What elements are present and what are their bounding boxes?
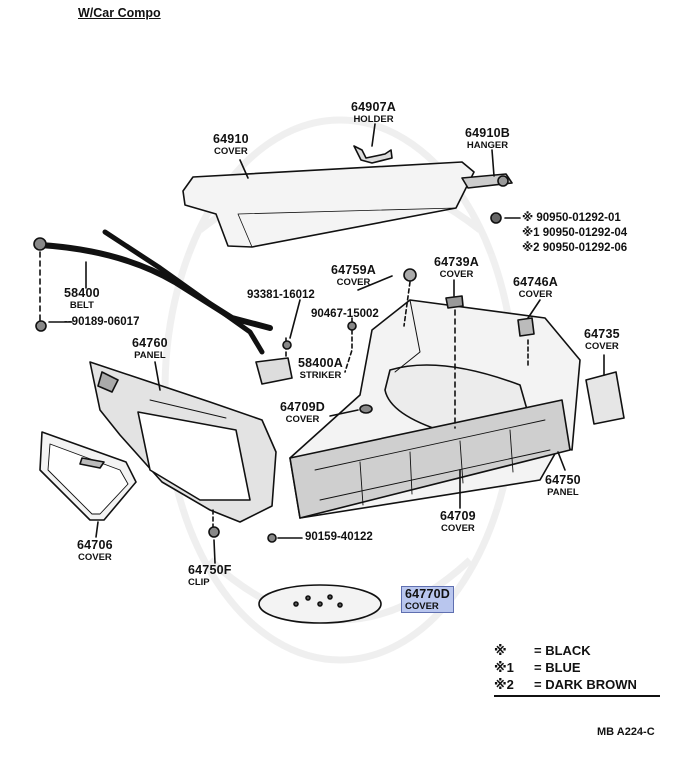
striker-58400A [255, 357, 293, 385]
label-93381: 93381-16012 [247, 289, 315, 301]
legend-symbol: ※1 [494, 659, 514, 675]
part-name: PANEL [134, 349, 166, 361]
part-number: 64910 [213, 132, 249, 146]
model-header: W/Car Compo [78, 6, 161, 20]
legend-row-dark-brown: ※2 = DARK BROWN [494, 676, 660, 693]
part-name: COVER [584, 340, 619, 352]
label-90950-04: ※1 90950-01292-04 [522, 227, 628, 240]
legend-text: = DARK BROWN [534, 677, 637, 692]
label-64739A: 64739A COVER [434, 256, 479, 279]
label-64735: 64735 COVER [584, 328, 620, 351]
legend-row-black: ※ = BLACK [494, 642, 660, 659]
cover-64759A [403, 268, 417, 282]
cover-64709D [359, 404, 373, 414]
label-90950-06: ※2 90950-01292-06 [522, 242, 628, 255]
legend-symbol: ※ [494, 642, 507, 658]
label-64709: 64709 COVER [440, 510, 476, 533]
part-number: 64746A [513, 275, 558, 289]
label-64746A: 64746A COVER [513, 276, 558, 299]
label-64750F: 64750F CLIP [188, 564, 232, 587]
holder-64907A [353, 145, 393, 164]
part-name: BELT [69, 299, 94, 311]
legend-text: = BLUE [534, 660, 581, 675]
label-58400: 58400 BELT [64, 287, 100, 310]
label-64759A: 64759A COVER [331, 264, 376, 287]
part-name: COVER [440, 522, 475, 534]
cover-board-64910 [182, 161, 475, 248]
part-number: 90950-01292-01 [536, 212, 621, 224]
part-number: 64907A [351, 100, 396, 114]
mark-blue: ※1 [522, 227, 540, 239]
part-number: 64709 [440, 509, 476, 523]
part-number: 64750 [545, 473, 581, 487]
part-number: 90950-01292-06 [542, 242, 628, 254]
part-name: HOLDER [353, 113, 394, 125]
cover-64735 [585, 371, 625, 425]
part-name: COVER [405, 600, 439, 612]
part-number: 90189-06017 [71, 316, 140, 328]
legend-text: = BLACK [534, 643, 591, 658]
cover-64739A [445, 295, 464, 309]
part-name: COVER [77, 551, 112, 563]
part-number: 64759A [331, 263, 376, 277]
panel-64760-opening [137, 411, 251, 501]
color-legend: ※ = BLACK ※1 = BLUE ※2 = DARK BROWN [494, 642, 660, 697]
part-number: 64735 [584, 327, 620, 341]
part-number: 90950-01292-04 [542, 227, 628, 239]
legend-row-blue: ※1 = BLUE [494, 659, 660, 676]
belt-58400 [37, 242, 273, 331]
part-name: CLIP [188, 576, 210, 588]
clip-64750F [208, 526, 220, 538]
part-name: COVER [518, 288, 553, 300]
part-number: 64739A [434, 255, 479, 269]
cover-64746A [517, 317, 535, 337]
legend-underline [494, 695, 660, 697]
label-64910: 64910 COVER [213, 133, 249, 156]
part-number: 64750F [188, 563, 232, 577]
screw-90159 [267, 533, 277, 543]
label-90159: 90159-40122 [305, 531, 373, 543]
part-number: 64760 [132, 336, 168, 350]
diagram-code: MB A224-C [597, 726, 655, 738]
label-58400A: 58400A STRIKER [298, 357, 343, 380]
part-number: 58400 [64, 286, 100, 300]
label-64750: 64750 PANEL [545, 474, 581, 497]
label-64706: 64706 COVER [77, 539, 113, 562]
label-64760: 64760 PANEL [132, 337, 168, 360]
part-number: 64706 [77, 538, 113, 552]
clip-90950 [490, 212, 502, 224]
part-number: 64770D [405, 587, 450, 601]
part-name: HANGER [466, 139, 509, 151]
legend-symbol: ※2 [494, 676, 514, 692]
part-name: STRIKER [299, 369, 342, 381]
part-name: COVER [439, 268, 474, 280]
part-name: PANEL [547, 486, 579, 498]
part-number: 64910B [465, 126, 510, 140]
mark-dark-brown: ※2 [522, 242, 540, 254]
part-name: COVER [285, 413, 320, 425]
part-number: 64709D [280, 400, 325, 414]
label-90189: --90189-06017 [64, 316, 140, 328]
label-64907A: 64907A HOLDER [351, 101, 396, 124]
part-name: COVER [213, 145, 248, 157]
label-64709D: 64709D COVER [280, 401, 325, 424]
label-64910B: 64910B HANGER [465, 127, 510, 150]
label-64770D-highlighted[interactable]: 64770D COVER [401, 586, 454, 613]
part-name: COVER [336, 276, 371, 288]
label-90950-01: ※ 90950-01292-01 [522, 212, 621, 225]
part-number: 58400A [298, 356, 343, 370]
label-90467: 90467-15002 [311, 308, 379, 320]
mark-black: ※ [522, 212, 534, 224]
